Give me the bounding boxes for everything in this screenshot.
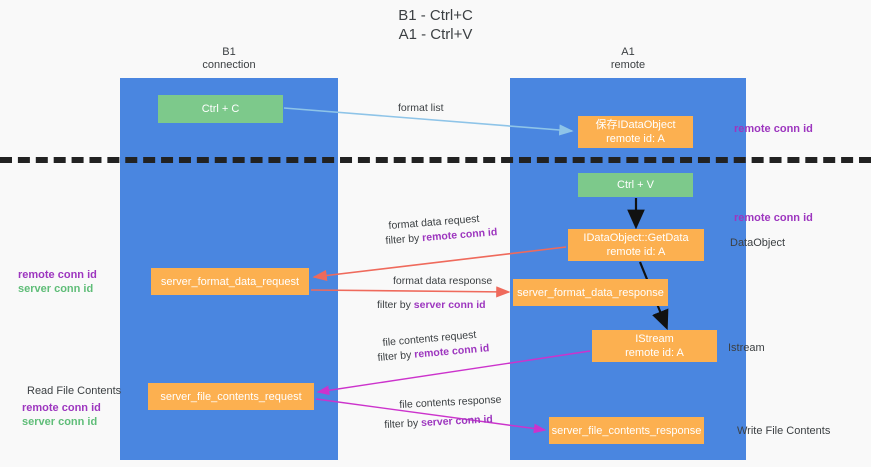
- filter-key-server-conn-id: server conn id: [413, 299, 486, 311]
- annotation-read-file-contents: Read File Contents: [27, 385, 122, 397]
- arrow-format-list: [283, 107, 574, 136]
- node-save-idataobject-label: 保存IDataObject: [595, 119, 676, 131]
- edge-label-format-data-response: format data response: [393, 275, 493, 287]
- node-server-format-data-request-label: server_format_data_request: [160, 275, 300, 288]
- edge-label-format-list: format list: [398, 102, 444, 114]
- node-idataobject-getdata[interactable]: IDataObject::GetData remote id: A: [568, 229, 704, 261]
- filter-prefix: filter by: [385, 232, 423, 247]
- node-ctrl-c-label: Ctrl + C: [201, 103, 240, 115]
- lane-header-a1-role: remote: [610, 59, 646, 71]
- lane-header-b1-name: B1: [222, 46, 236, 58]
- lane-header-b1-role: connection: [202, 59, 256, 71]
- node-server-format-data-response-label: server_format_data_response: [517, 286, 664, 299]
- node-ctrl-v[interactable]: Ctrl + V: [578, 173, 693, 197]
- arrow-file-contents-request: [316, 350, 591, 396]
- node-server-file-contents-request-label: server_file_contents_request: [160, 390, 302, 403]
- lane-header-b1: B1 connection: [120, 46, 338, 72]
- node-server-format-data-response[interactable]: server_format_data_response: [513, 279, 668, 306]
- arrow-file-contents-response: [315, 398, 547, 434]
- arrow-format-data-response: [310, 286, 511, 298]
- node-server-file-contents-request[interactable]: server_file_contents_request: [148, 383, 314, 410]
- node-save-idataobject[interactable]: 保存IDataObject remote id: A: [578, 116, 693, 148]
- page-title: B1 - Ctrl+C A1 - Ctrl+V: [0, 6, 871, 44]
- lane-header-a1-name: A1: [621, 46, 635, 58]
- annotation-dataobject: DataObject: [730, 237, 786, 249]
- legend-conn-ids-bottom: remote conn id server conn id: [22, 401, 101, 429]
- node-server-file-contents-response-label: server_file_contents_response: [551, 424, 702, 437]
- annotation-remote-conn-id-mid: remote conn id: [734, 212, 813, 224]
- node-istream-label: IStream: [635, 333, 674, 345]
- node-getdata-label: IDataObject::GetData: [583, 232, 689, 244]
- filter-prefix: filter by: [377, 299, 414, 311]
- filter-prefix: filter by: [384, 417, 422, 431]
- node-save-idataobject-sub: remote id: A: [606, 133, 665, 145]
- legend-remote-conn-id: remote conn id: [18, 269, 97, 281]
- legend-server-conn-id: server conn id: [22, 416, 98, 428]
- title-line-1: B1 - Ctrl+C: [398, 7, 473, 24]
- node-getdata-sub: remote id: A: [606, 246, 666, 258]
- legend-conn-ids-top: remote conn id server conn id: [18, 268, 97, 296]
- lane-header-a1: A1 remote: [510, 46, 746, 72]
- node-istream[interactable]: IStream remote id: A: [592, 330, 717, 362]
- node-ctrl-v-label: Ctrl + V: [617, 179, 654, 191]
- legend-remote-conn-id: remote conn id: [22, 402, 101, 414]
- filter-key-server-conn-id: server conn id: [420, 413, 494, 430]
- node-istream-sub: remote id: A: [625, 347, 684, 359]
- node-ctrl-c[interactable]: Ctrl + C: [158, 95, 283, 123]
- filter-prefix: filter by: [377, 348, 415, 364]
- arrow-format-data-request: [312, 246, 567, 282]
- title-line-2: A1 - Ctrl+V: [398, 26, 473, 43]
- section-divider: [0, 157, 871, 163]
- annotation-write-file-contents: Write File Contents: [737, 425, 831, 437]
- node-server-file-contents-response[interactable]: server_file_contents_response: [549, 417, 704, 444]
- annotation-istream: Istream: [728, 342, 765, 354]
- legend-server-conn-id: server conn id: [18, 283, 94, 295]
- edge-label-format-data-response-filter: filter by server conn id: [377, 298, 486, 312]
- annotation-remote-conn-id-top: remote conn id: [734, 123, 813, 135]
- node-server-format-data-request[interactable]: server_format_data_request: [151, 268, 309, 295]
